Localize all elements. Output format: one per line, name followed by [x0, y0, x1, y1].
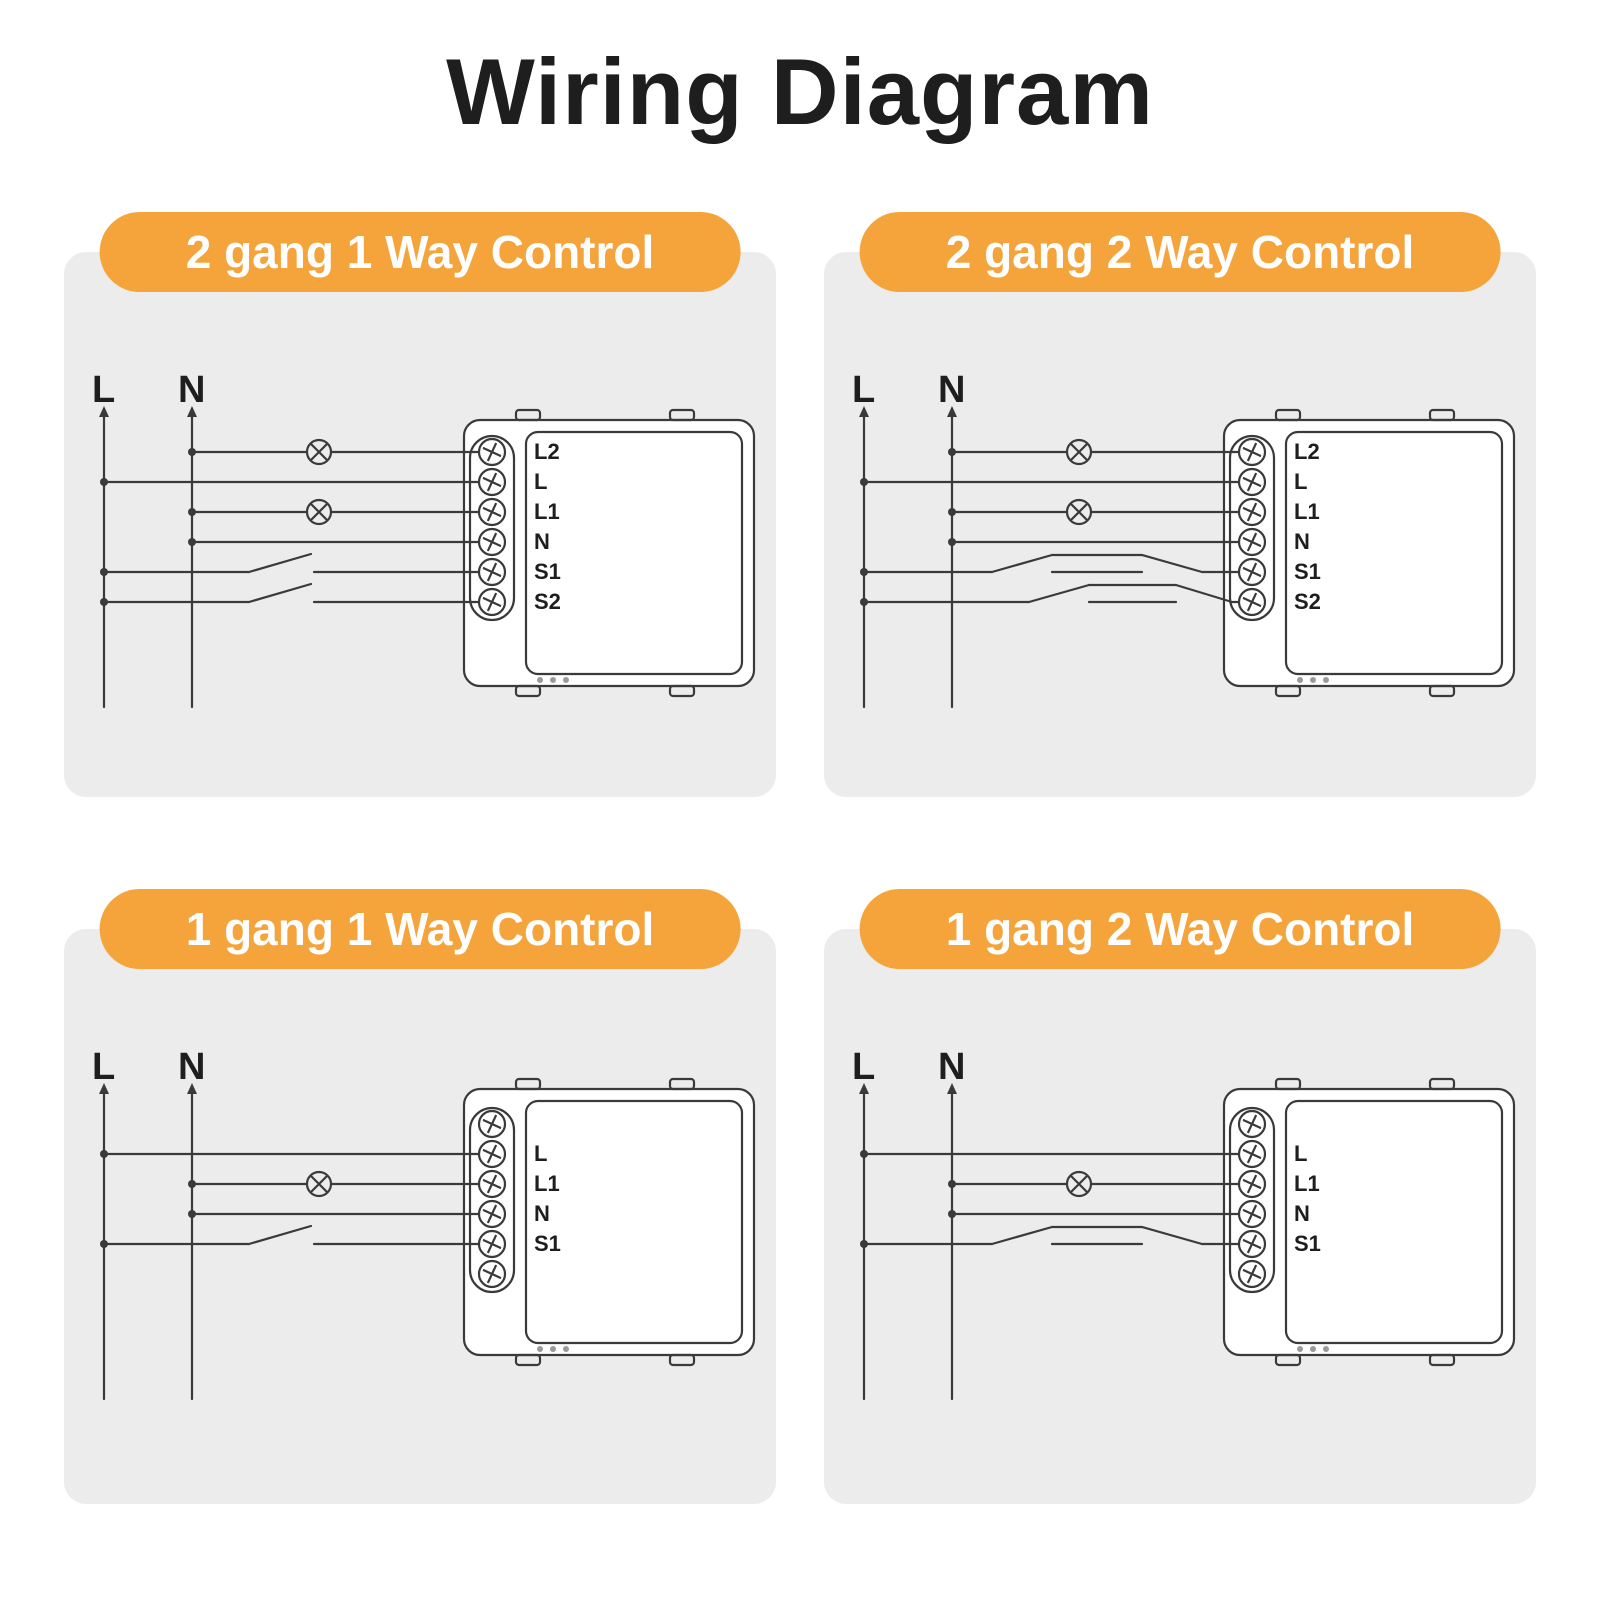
terminal-labels: L L1 N S1 [1294, 1141, 1321, 1256]
switch-lever-icon [1174, 583, 1234, 604]
terminal-label: L1 [534, 1171, 560, 1196]
neutral-label: N [178, 369, 205, 411]
terminal-label: L1 [1294, 1171, 1320, 1196]
junction-dots [100, 448, 196, 606]
lamp-icon [1065, 498, 1093, 526]
switch-module [462, 1077, 756, 1367]
panel-2gang-2way: 2 gang 2 Way Control L N [824, 212, 1536, 797]
switch-module [462, 408, 756, 698]
terminal-label: L1 [534, 499, 560, 524]
panel-body-2gang-2way: L N [824, 252, 1536, 797]
terminal-label: L [1294, 469, 1307, 494]
junction-dots [860, 448, 956, 606]
indicator-dots [1297, 1346, 1329, 1352]
wires [862, 1152, 1241, 1246]
terminal-label: S2 [1294, 589, 1321, 614]
switch-lever-icon [990, 1225, 1054, 1246]
terminal-labels: L2 L L1 N S1 S2 [1294, 439, 1321, 614]
terminal-label: S1 [534, 559, 561, 584]
junction-dots [860, 1150, 956, 1248]
switch-lever-icon [247, 1224, 313, 1246]
terminal-label: S2 [534, 589, 561, 614]
terminal-label: L1 [1294, 499, 1320, 524]
switch-lever-icon [1140, 1225, 1204, 1246]
neutral-label: N [938, 1046, 965, 1088]
switch-lever-icon [247, 582, 313, 604]
switch-module [1222, 1077, 1516, 1367]
wires [862, 450, 1241, 604]
terminal-label: L2 [534, 439, 560, 464]
lamp-icon [1065, 1170, 1093, 1198]
diagram-2gang-2way: L N [852, 369, 1516, 709]
diagram-grid: 2 gang 1 Way Control L N [0, 212, 1600, 1504]
terminal-label: N [1294, 529, 1310, 554]
panel-2gang-1way: 2 gang 1 Way Control L N [64, 212, 776, 797]
terminal-labels: L L1 N S1 [534, 1141, 561, 1256]
terminal-label: N [534, 529, 550, 554]
badge-1gang-1way: 1 gang 1 Way Control [99, 889, 741, 969]
switch-lever-icon [1140, 553, 1204, 574]
switch-lever-icon [990, 553, 1054, 574]
badge-2gang-2way: 2 gang 2 Way Control [859, 212, 1501, 292]
live-label: L [852, 1046, 875, 1088]
lamp-icon [1065, 438, 1093, 466]
lamp-icon [305, 498, 333, 526]
terminal-labels: L2 L L1 N S1 S2 [534, 439, 561, 614]
panel-body-2gang-1way: L N [64, 252, 776, 797]
terminal-label: S1 [534, 1231, 561, 1256]
diagram-2gang-1way: L N [92, 369, 756, 709]
panel-body-1gang-1way: L N [64, 929, 776, 1504]
terminal-label: N [1294, 1201, 1310, 1226]
badge-2gang-1way: 2 gang 1 Way Control [99, 212, 741, 292]
diagram-1gang-1way: L N [92, 1046, 756, 1401]
indicator-dots [537, 677, 569, 683]
terminal-label: L [1294, 1141, 1307, 1166]
live-label: L [852, 369, 875, 411]
lamp-icon [305, 438, 333, 466]
wires [102, 1152, 481, 1246]
junction-dots [100, 1150, 196, 1248]
terminal-label: L2 [1294, 439, 1320, 464]
diagram-1gang-2way: L N [852, 1046, 1516, 1401]
neutral-label: N [178, 1046, 205, 1088]
indicator-dots [1297, 677, 1329, 683]
terminal-label: S1 [1294, 559, 1321, 584]
neutral-label: N [938, 369, 965, 411]
switch-lever-icon [1027, 583, 1091, 604]
terminal-label: N [534, 1201, 550, 1226]
live-label: L [92, 369, 115, 411]
wires [102, 450, 481, 604]
terminal-label: S1 [1294, 1231, 1321, 1256]
badge-1gang-2way: 1 gang 2 Way Control [859, 889, 1501, 969]
panel-1gang-2way: 1 gang 2 Way Control L N [824, 889, 1536, 1504]
lamp-icon [305, 1170, 333, 1198]
switch-module [1222, 408, 1516, 698]
terminal-label: L [534, 469, 547, 494]
live-label: L [92, 1046, 115, 1088]
panel-body-1gang-2way: L N [824, 929, 1536, 1504]
panel-1gang-1way: 1 gang 1 Way Control L N [64, 889, 776, 1504]
switch-lever-icon [247, 552, 313, 574]
indicator-dots [537, 1346, 569, 1352]
terminal-label: L [534, 1141, 547, 1166]
page-title: Wiring Diagram [446, 39, 1154, 144]
